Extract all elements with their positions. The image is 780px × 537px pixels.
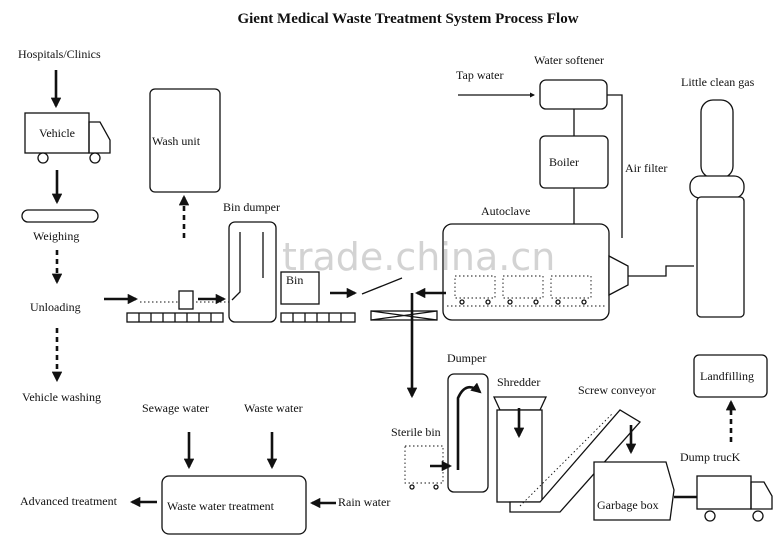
tap-water-label: Tap water	[456, 68, 503, 82]
bin	[280, 271, 320, 305]
bin-dumper	[228, 221, 277, 323]
screw-conveyor-label: Screw conveyor	[578, 383, 656, 397]
vehicle-truck-icon: Vehicle	[24, 112, 111, 164]
waste-water-treatment	[161, 475, 307, 535]
landfilling-label: Landfilling	[700, 369, 754, 383]
autoclave-carts	[454, 275, 592, 305]
arrow-dumper-lift	[456, 382, 482, 470]
unloading-label: Unloading	[30, 300, 81, 314]
weighing-scale	[21, 209, 99, 223]
pipe-softener-to-autoclave	[607, 94, 623, 238]
bin-dumper-label: Bin dumper	[223, 200, 280, 214]
garbage-box	[593, 461, 675, 521]
screw-conveyor-core	[519, 413, 613, 507]
gas-treatment-tower	[689, 99, 745, 318]
watermark-text: trade.china.cn	[282, 235, 555, 279]
boiler-label: Boiler	[549, 155, 579, 169]
sterile-bin	[404, 445, 444, 484]
sewage-water-label: Sewage water	[142, 401, 209, 415]
dump-truck-icon	[696, 475, 773, 522]
loader-ramp	[361, 277, 403, 295]
hospitals-label: Hospitals/Clinics	[18, 47, 101, 61]
advanced-treatment-label: Advanced treatment	[20, 494, 118, 508]
dumper	[447, 373, 489, 493]
vehicle-label: Vehicle	[39, 126, 75, 140]
sterile-bin-wheel	[433, 484, 439, 490]
water-softener	[539, 79, 608, 110]
sterile-bin-label: Sterile bin	[391, 425, 441, 439]
garbage-box-label: Garbage box	[597, 498, 659, 512]
autoclave-rail	[370, 310, 438, 321]
bin-dumper-arm	[231, 232, 241, 301]
air-filter-label: Air filter	[625, 161, 667, 175]
screw-conveyor	[509, 409, 642, 513]
diagram-title: Gient Medical Waste Treatment System Pro…	[237, 11, 578, 27]
wash-unit	[149, 88, 221, 193]
rain-water-label: Rain water	[338, 495, 390, 509]
weighing-label: Weighing	[33, 229, 79, 243]
pipe-to-gas-tower	[628, 265, 694, 277]
shredder-label: Shredder	[497, 375, 540, 389]
dumper-label: Dumper	[447, 351, 486, 365]
vehicle-washing-label: Vehicle washing	[22, 390, 101, 404]
air-filter-connector	[608, 254, 629, 297]
waste-bin-on-conveyor	[178, 290, 194, 310]
bin-label: Bin	[286, 273, 303, 287]
wash-unit-label: Wash unit	[152, 134, 201, 148]
landfilling	[693, 354, 768, 398]
autoclave-label: Autoclave	[481, 204, 530, 218]
dump-truck-label: Dump trucK	[680, 450, 741, 464]
sterile-bin-wheel	[409, 484, 415, 490]
waste-water-label: Waste water	[244, 401, 303, 415]
waste-water-treatment-label: Waste water treatment	[167, 499, 275, 513]
water-softener-label: Water softener	[534, 53, 604, 67]
little-clean-gas-label: Little clean gas	[681, 75, 755, 89]
bin-conveyor	[280, 312, 356, 323]
unloading-conveyor	[126, 312, 224, 323]
